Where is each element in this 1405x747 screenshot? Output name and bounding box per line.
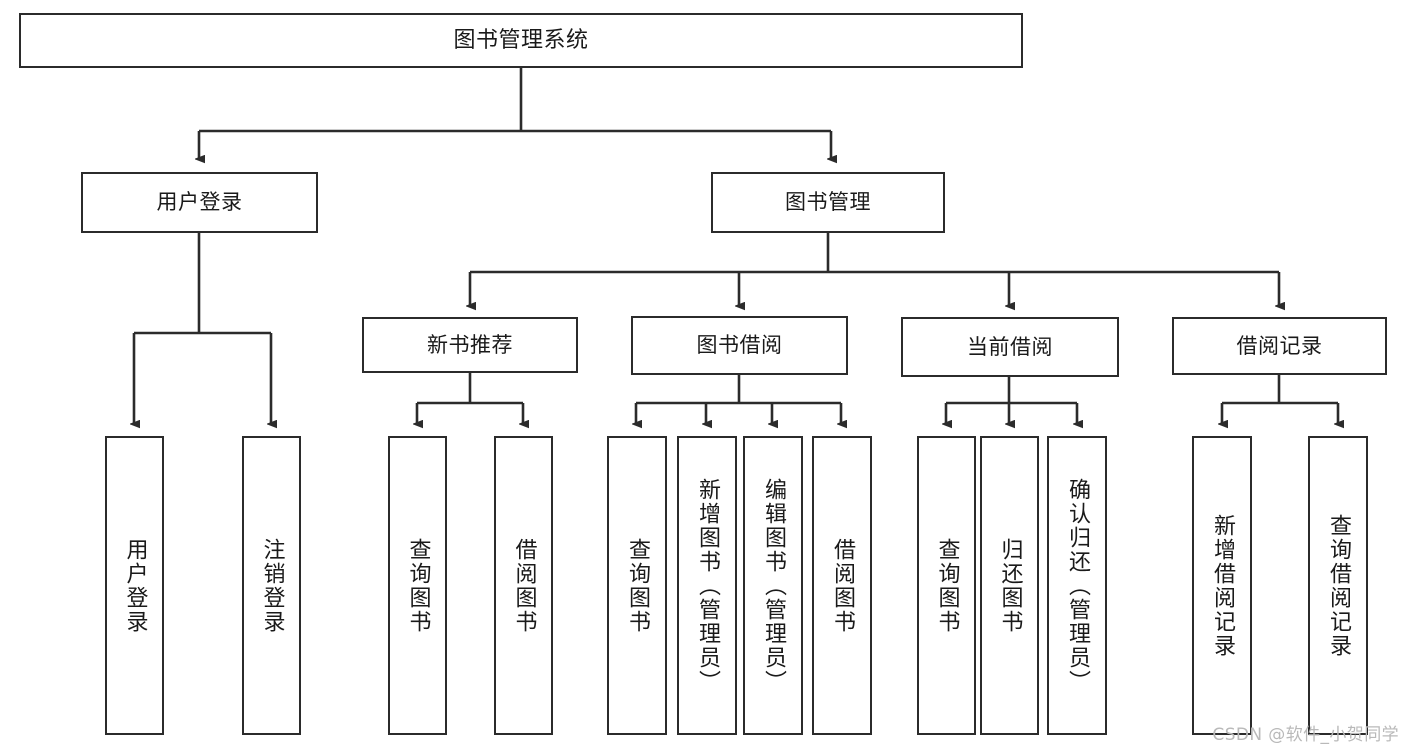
node-label: 新书推荐: [427, 332, 513, 357]
node-book-management[interactable]: 图书管理: [711, 172, 945, 233]
node-label: 借阅记录: [1236, 333, 1323, 358]
leaf-current-query-book[interactable]: 查询图书: [917, 436, 976, 735]
leaf-borrow-query-book[interactable]: 查询图书: [607, 436, 667, 735]
node-label: 查询图书: [934, 537, 960, 634]
leaf-borrow-add-book-admin[interactable]: 新增图书（管理员）: [677, 436, 737, 735]
node-label: 借阅图书: [830, 537, 855, 634]
node-label: 图书管理系统: [453, 27, 589, 53]
node-label: 注销登录: [259, 537, 285, 634]
leaf-record-add-borrow-record[interactable]: 新增借阅记录: [1192, 436, 1252, 735]
node-label: 图书管理: [785, 190, 871, 215]
node-current-borrow[interactable]: 当前借阅: [901, 317, 1119, 377]
node-label: 归还图书: [997, 537, 1023, 634]
leaf-user-login[interactable]: 用户登录: [105, 436, 164, 735]
node-book-borrow[interactable]: 图书借阅: [631, 316, 848, 375]
node-user-login[interactable]: 用户登录: [81, 172, 318, 233]
leaf-recommend-borrow-book[interactable]: 借阅图书: [494, 436, 553, 735]
node-label: 借阅图书: [511, 537, 537, 634]
node-label: 编辑图书（管理员）: [761, 477, 786, 694]
node-label: 当前借阅: [967, 334, 1053, 359]
csdn-watermark: CSDN @软件_小贺同学: [1212, 725, 1399, 745]
node-new-book-recommend[interactable]: 新书推荐: [362, 317, 578, 373]
node-label: 确认归还（管理员）: [1065, 477, 1090, 694]
leaf-borrow-edit-book-admin[interactable]: 编辑图书（管理员）: [743, 436, 803, 735]
leaf-borrow-borrow-book[interactable]: 借阅图书: [812, 436, 872, 735]
node-label: 图书借阅: [696, 333, 783, 358]
node-label: 用户登录: [122, 537, 148, 634]
node-label: 查询借阅记录: [1326, 513, 1351, 658]
node-root-system[interactable]: 图书管理系统: [19, 13, 1023, 68]
leaf-current-confirm-return-admin[interactable]: 确认归还（管理员）: [1047, 436, 1107, 735]
node-label: 用户登录: [156, 190, 243, 215]
leaf-recommend-query-book[interactable]: 查询图书: [388, 436, 447, 735]
node-borrow-record[interactable]: 借阅记录: [1172, 317, 1387, 375]
node-label: 新增借阅记录: [1210, 513, 1235, 658]
node-label: 新增图书（管理员）: [695, 477, 720, 694]
leaf-record-query-borrow-record[interactable]: 查询借阅记录: [1308, 436, 1368, 735]
leaf-current-return-book[interactable]: 归还图书: [980, 436, 1039, 735]
node-label: 查询图书: [405, 537, 431, 634]
leaf-user-logout[interactable]: 注销登录: [242, 436, 301, 735]
node-label: 查询图书: [625, 537, 650, 634]
